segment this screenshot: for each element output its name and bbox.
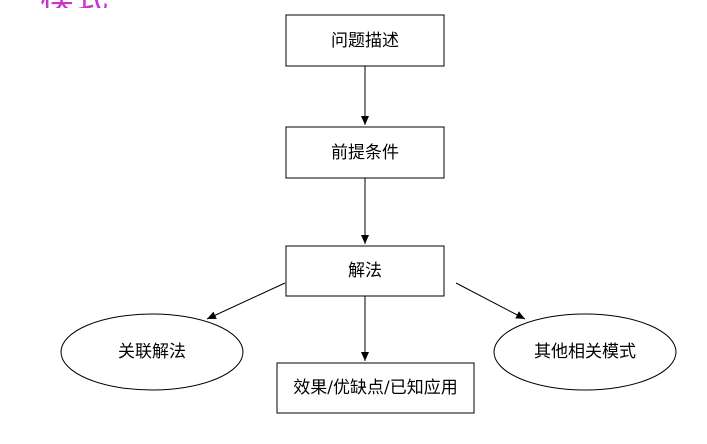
node-effects-box	[276, 362, 475, 414]
node-solution-box	[285, 245, 445, 297]
node-solution-label: 解法	[348, 261, 382, 281]
edge-solution-to-related-patterns	[455, 282, 526, 320]
page-title-fragment: 模式	[40, 0, 108, 8]
node-related-patterns-label: 其他相关模式	[534, 342, 636, 362]
node-problem-box	[285, 14, 445, 67]
node-precondition-box	[285, 126, 445, 179]
node-effects-label: 效果/优缺点/已知应用	[293, 378, 458, 398]
edge-solution-to-related-solution	[206, 282, 286, 320]
node-precondition-label: 前提条件	[331, 142, 399, 163]
node-related-patterns-ellipse	[493, 313, 677, 391]
node-related-solution-ellipse	[60, 313, 244, 391]
node-problem-label: 问题描述	[331, 30, 399, 51]
node-related-solution-label: 关联解法	[118, 342, 186, 362]
